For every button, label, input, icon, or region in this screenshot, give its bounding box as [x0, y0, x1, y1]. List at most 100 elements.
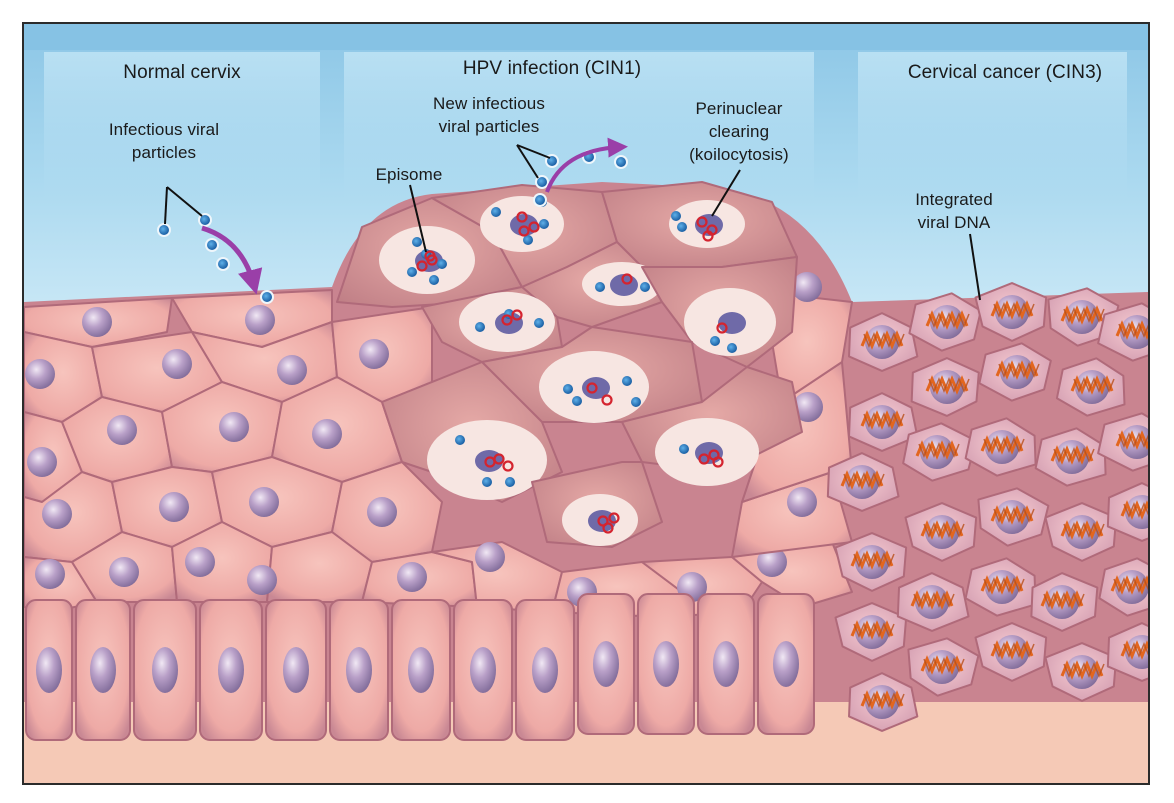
episome-ring — [493, 453, 505, 465]
integrated-dna-helix-strand — [1123, 502, 1148, 518]
virion-particle — [455, 435, 465, 445]
leader-line-new-particles-1 — [516, 144, 551, 159]
episome-ring — [712, 456, 724, 468]
virion-particle — [159, 225, 169, 235]
episome-ring — [511, 309, 523, 321]
virion-particle — [412, 237, 422, 247]
cell-nucleus — [162, 349, 192, 379]
integrated-dna-helix-strand — [923, 522, 965, 538]
integrated-dna-helix-strand — [928, 312, 970, 328]
episome-ring — [702, 230, 714, 242]
virion-particle — [207, 240, 217, 250]
tissue-illustration — [24, 24, 1148, 783]
cell-nucleus — [312, 419, 342, 449]
cell-nucleus — [792, 272, 822, 302]
integrated-dna-helix-strand — [983, 577, 1025, 593]
integrated-dna-helix-strand — [913, 592, 955, 608]
label-perinuclear-clearing: Perinuclear clearing (koilocytosis) — [674, 97, 804, 166]
virion-particle — [539, 219, 549, 229]
leader-line-infectious-2 — [166, 186, 203, 217]
virion-particle — [523, 235, 533, 245]
virion-particle — [671, 211, 681, 221]
virion-particle — [437, 259, 447, 269]
integrated-dna-helix-strand — [928, 377, 970, 393]
integrated-dna-helix-strand — [1073, 377, 1115, 393]
virion-particle — [482, 477, 492, 487]
episome-ring — [698, 453, 710, 465]
cell-nucleus — [25, 359, 55, 389]
nucleus — [713, 641, 739, 687]
cell-nucleus — [35, 559, 65, 589]
leader-line-episome — [409, 184, 427, 253]
integrated-dna-helix-strand — [993, 642, 1035, 658]
cell-nucleus — [245, 305, 275, 335]
virion-particle — [616, 157, 626, 167]
cell-nucleus — [42, 499, 72, 529]
label-infectious-viral-particles: Infectious viral particles — [84, 118, 244, 164]
integrated-dna-helix-strand — [863, 332, 905, 348]
episome-ring — [601, 394, 613, 406]
virion-particle — [622, 376, 632, 386]
integrated-dna-helix-strand — [853, 552, 895, 568]
label-line: clearing — [708, 122, 770, 141]
episome-ring — [424, 250, 436, 262]
nucleus — [218, 647, 244, 693]
cell-nucleus — [397, 562, 427, 592]
integrated-dna-helix-strand — [863, 692, 905, 708]
label-integrated-viral-dna: Integrated viral DNA — [904, 188, 1004, 234]
integrated-dna-helix-strand — [863, 412, 905, 428]
nucleus — [36, 647, 62, 693]
integrated-dna-helix — [1115, 430, 1148, 450]
virion-particle — [534, 318, 544, 328]
nucleus — [283, 647, 309, 693]
label-line: particles — [131, 143, 197, 162]
integrated-dna-helix — [1120, 500, 1148, 520]
label-line: Perinuclear — [695, 99, 783, 118]
virion-particle — [563, 384, 573, 394]
integrated-dna-helix-strand — [853, 622, 895, 638]
episome-ring — [502, 460, 514, 472]
integrated-dna-helix-strand — [918, 442, 960, 458]
virion-particle — [407, 267, 417, 277]
nucleus — [653, 641, 679, 687]
leader-line-perinuclear — [711, 169, 741, 217]
release-arrow — [545, 137, 628, 193]
nucleus — [346, 647, 372, 693]
integrated-dna-helix-strand — [1063, 662, 1105, 678]
virion-particle — [631, 397, 641, 407]
virion-particle — [475, 322, 485, 332]
integrated-dna-helix-strand — [1063, 307, 1105, 323]
episome-ring — [608, 512, 620, 524]
cell-nucleus — [249, 487, 279, 517]
integrated-dna-helix-strand — [1123, 642, 1148, 658]
nucleus — [470, 647, 496, 693]
episome-ring — [528, 221, 540, 233]
cell-nucleus — [107, 415, 137, 445]
cell-nucleus — [219, 412, 249, 442]
episome-ring — [416, 260, 428, 272]
cell-nucleus — [367, 497, 397, 527]
virion-particle — [727, 343, 737, 353]
virion-particle — [429, 275, 439, 285]
label-line: (koilocytosis) — [689, 145, 789, 164]
nucleus — [593, 641, 619, 687]
nucleus — [773, 641, 799, 687]
hpv-progression-figure: Normal cervix HPV infection (CIN1) Cervi… — [22, 22, 1150, 785]
cancer-cell-nucleus — [1125, 635, 1148, 669]
cell-nucleus — [277, 355, 307, 385]
nucleus — [90, 647, 116, 693]
cell-nucleus — [757, 547, 787, 577]
integrated-dna-helix-strand — [1053, 447, 1095, 463]
virion-particle — [505, 477, 515, 487]
cell-nucleus — [109, 557, 139, 587]
integrated-dna-helix-strand — [1043, 592, 1085, 608]
panel-title-normal-cervix: Normal cervix — [123, 62, 241, 83]
virion-particle — [640, 282, 650, 292]
koilocyte-nucleus — [475, 450, 503, 472]
virion-particle — [679, 444, 689, 454]
sky-panel-2 — [858, 52, 1127, 202]
label-line: Integrated — [915, 190, 993, 209]
virion-particle — [595, 282, 605, 292]
integrated-dna-helix-strand — [993, 507, 1035, 523]
integrated-dna-helix-strand — [1118, 322, 1148, 338]
